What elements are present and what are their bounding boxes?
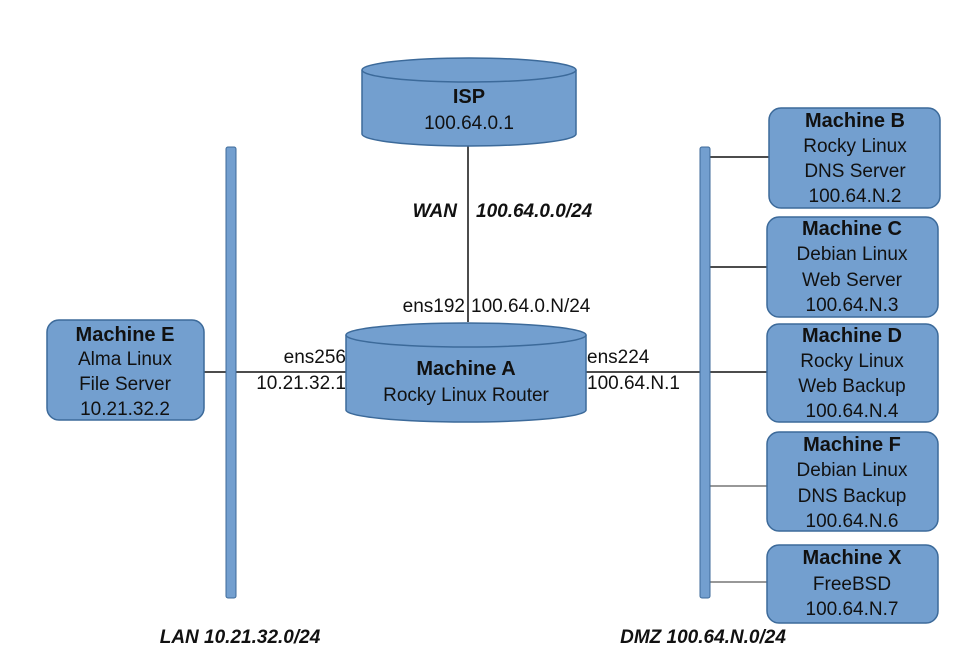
machine-f-line-1: Debian Linux [797,460,908,481]
machine-d-line-3: 100.64.N.4 [806,401,899,422]
machine-c-line-2: Web Server [802,270,903,291]
wan-address: 100.64.0.N/24 [471,296,591,317]
machine-f-line-2: DNS Backup [798,486,907,507]
router-node: Machine A Rocky Linux Router [345,322,587,423]
machine-d-title: Machine D [802,325,902,347]
machine-x-line-1: FreeBSD [813,574,891,595]
dmz-interface: ens224 [587,347,650,368]
machine-x-node: Machine X FreeBSD 100.64.N.7 [766,544,939,624]
wan-interface: ens192 [403,296,465,317]
machine-d-node: Machine D Rocky Linux Web Backup 100.64.… [766,323,939,423]
dmz-address: 100.64.N.1 [587,373,680,394]
machine-x-line-2: 100.64.N.7 [806,599,899,620]
machine-c-line-3: 100.64.N.3 [806,295,899,316]
isp-address: 100.64.0.1 [424,113,514,134]
dmz-bus [699,146,711,599]
machine-c-node: Machine C Debian Linux Web Server 100.64… [766,216,939,318]
machine-b-line-2: DNS Server [804,161,906,182]
dmz-network-label: DMZ 100.64.N.0/24 [620,627,786,648]
wan-name: WAN [413,201,459,222]
machine-f-line-3: 100.64.N.6 [806,511,899,532]
router-title: Machine A [416,358,515,380]
machine-b-title: Machine B [805,110,905,132]
connections [204,146,769,583]
machine-c-line-1: Debian Linux [797,244,908,265]
lan-interface: ens256 [284,347,346,368]
isp-node: ISP 100.64.0.1 [361,57,577,147]
lan-bus [225,146,237,599]
machine-e-line-2: File Server [79,374,172,395]
machine-e-title: Machine E [76,324,175,346]
machine-b-line-3: 100.64.N.2 [809,186,902,207]
machine-e-line-1: Alma Linux [78,349,172,370]
machine-d-line-2: Web Backup [798,376,905,397]
router-subtitle: Rocky Linux Router [383,385,549,406]
machine-c-title: Machine C [802,218,902,240]
machine-x-title: Machine X [803,547,903,569]
machine-e-node: Machine E Alma Linux File Server 10.21.3… [46,319,205,421]
machine-b-node: Machine B Rocky Linux DNS Server 100.64.… [768,107,941,209]
isp-title: ISP [453,86,485,108]
machine-d-line-1: Rocky Linux [800,351,904,372]
machine-e-line-3: 10.21.32.2 [80,399,170,420]
machine-f-title: Machine F [803,434,901,456]
lan-address: 10.21.32.1 [256,373,346,394]
machine-f-node: Machine F Debian Linux DNS Backup 100.64… [766,431,939,532]
lan-network-label: LAN 10.21.32.0/24 [160,627,321,648]
wan-network: 100.64.0.0/24 [476,201,593,222]
machine-b-line-1: Rocky Linux [803,136,907,157]
